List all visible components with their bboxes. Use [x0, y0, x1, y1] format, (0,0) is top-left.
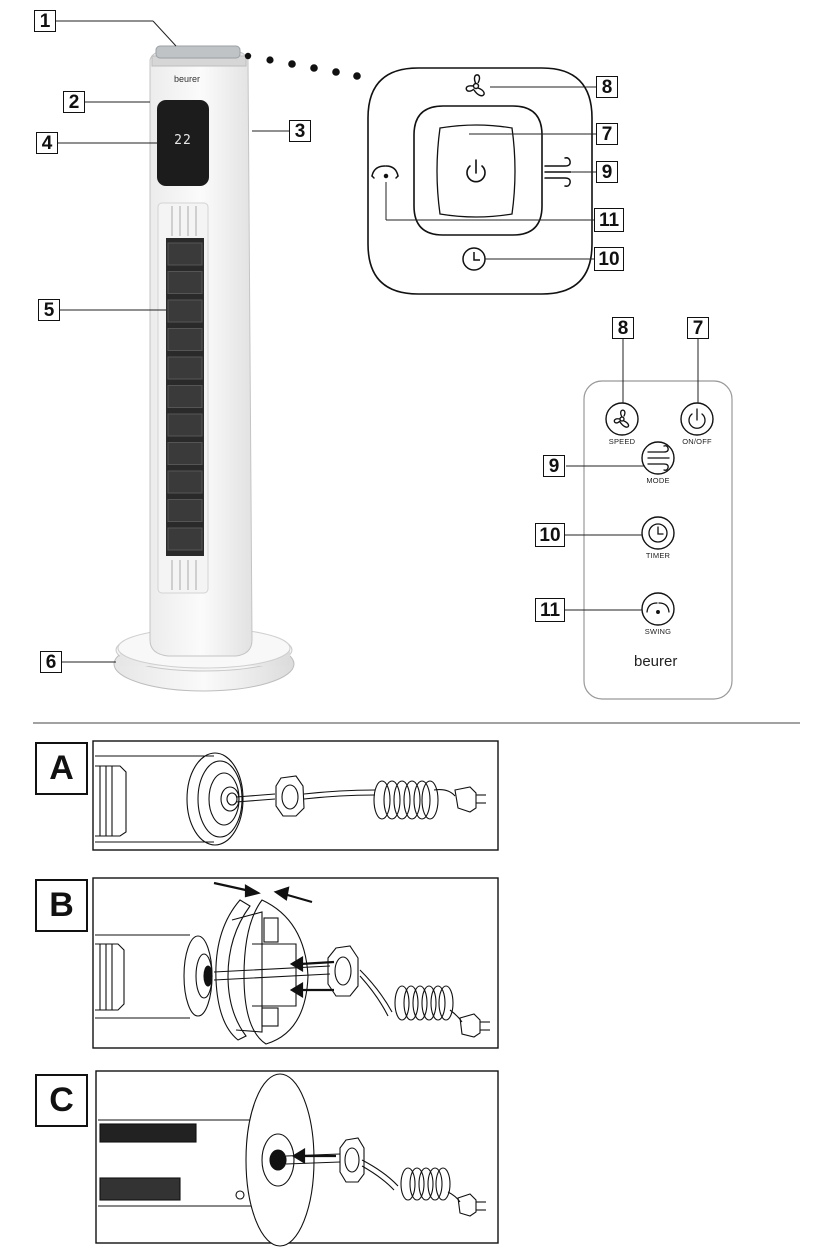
fan-display-window — [157, 100, 209, 186]
label-3-side: 3 — [289, 120, 311, 142]
grille-slat — [167, 499, 203, 522]
grille-slat — [167, 356, 203, 380]
label-11-panel-swing: 11 — [594, 208, 624, 232]
step-a-letter: A — [35, 742, 88, 795]
grille-slat — [167, 442, 203, 465]
panel-timer-icon — [462, 247, 486, 271]
grille-slat — [167, 385, 203, 408]
remote-brand-logo: beurer — [634, 653, 678, 670]
label-8-remote-speed: 8 — [612, 317, 634, 339]
label-10-panel-timer: 10 — [594, 247, 624, 271]
label-8-panel-speed: 8 — [596, 76, 618, 98]
fan-display-readout: 22 — [174, 133, 192, 148]
remote-swing-button-shape — [641, 592, 675, 626]
grille-slat — [167, 299, 203, 323]
remote-control — [583, 380, 733, 700]
remote-mode-caption: MODE — [646, 476, 670, 485]
grille-slat — [167, 470, 203, 494]
grille-slat — [167, 527, 203, 551]
control-panel — [367, 67, 593, 295]
panel-speed-icon — [465, 74, 485, 97]
label-9-panel-mode: 9 — [596, 161, 618, 183]
remote-timer-caption: TIMER — [645, 551, 671, 560]
panel-swing-icon — [371, 165, 399, 179]
step-c-panel — [95, 1070, 499, 1247]
panel-leader-lines — [385, 86, 596, 260]
remote-speed-icon — [613, 409, 630, 428]
fan-brand-logo: beurer — [174, 74, 201, 84]
zoom-connector-dots — [244, 52, 361, 80]
step-a-panel — [92, 740, 499, 851]
label-2-front: 2 — [63, 91, 85, 113]
remote-swing-caption: SWING — [644, 627, 672, 636]
step-b-panel — [92, 877, 499, 1049]
remote-mode-icon — [647, 445, 670, 471]
label-5-grille: 5 — [38, 299, 60, 321]
label-7-remote-power: 7 — [687, 317, 709, 339]
step-c-letter: C — [35, 1074, 88, 1127]
label-10-remote-timer: 10 — [535, 523, 565, 547]
remote-timer-icon — [648, 523, 668, 543]
fan-top-panel — [155, 45, 241, 59]
label-11-remote-swing: 11 — [535, 598, 565, 622]
remote-leader-lines — [565, 339, 699, 611]
label-6-base: 6 — [40, 651, 62, 673]
label-9-remote-mode: 9 — [543, 455, 565, 477]
remote-speed-button-shape — [605, 402, 639, 436]
panel-power-icon — [466, 159, 486, 183]
remote-swing-icon — [646, 602, 670, 614]
remote-power-icon — [688, 408, 706, 429]
grille-slat — [167, 413, 203, 437]
label-4-display: 4 — [36, 132, 58, 154]
grille-slat — [167, 242, 203, 266]
label-7-panel-power: 7 — [596, 123, 618, 145]
tower-fan — [113, 45, 295, 692]
panel-mode-icon — [544, 157, 572, 187]
label-1-top: 1 — [34, 10, 56, 32]
remote-onoff-caption: ON/OFF — [682, 437, 712, 446]
grille-slat — [167, 271, 203, 294]
grille-slat — [167, 328, 203, 351]
tower-leader-lines — [56, 20, 289, 663]
step-b-letter: B — [35, 879, 88, 932]
remote-speed-caption: SPEED — [608, 437, 636, 446]
